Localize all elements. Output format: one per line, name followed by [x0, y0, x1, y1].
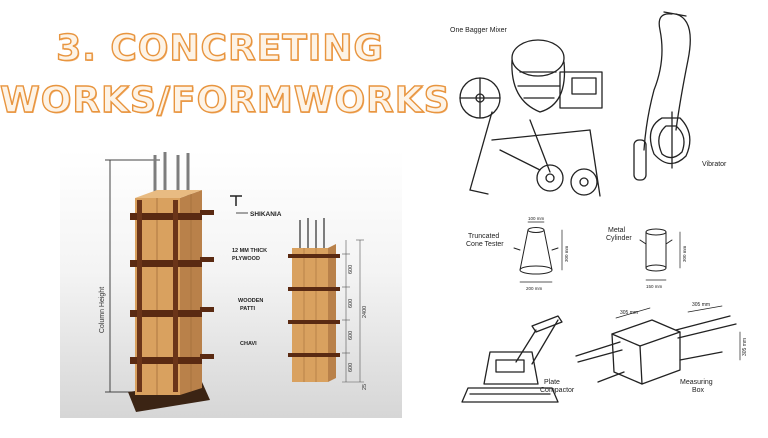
cylinder-dimension-diameter: 150 mm: [646, 284, 663, 289]
slide-title-line-2: WORKS/FORMWORKS: [0, 79, 451, 121]
truncated-cone-tester-sketch: [513, 221, 563, 283]
slide-title-line-1: 3. CONCRETING: [55, 27, 384, 69]
mixer-label: One Bagger Mixer: [450, 27, 507, 34]
diagram-background: [60, 150, 402, 418]
concreting-equipment-sketches: One Bagger Mixer: [440, 0, 768, 433]
small-column-dimension-lines: [342, 239, 364, 383]
dimension-25: 25: [362, 384, 368, 390]
patti-label-line-1: WOODEN: [238, 298, 263, 304]
measuring-box-sketch: [575, 305, 741, 385]
small-column-front-face: [292, 248, 328, 382]
dimension-600-3: 600: [348, 331, 354, 340]
box-label-line-1: Measuring: [680, 379, 713, 386]
plywood-label-line-1: 12 MM THICK: [232, 248, 267, 254]
box-dimension-2: 305 mm: [692, 302, 710, 308]
equipment-illustration: One Bagger Mixer: [450, 11, 748, 403]
small-column-yokes: [288, 254, 340, 357]
column-height-label: Column Height: [99, 287, 106, 333]
box-dimension-1: 305 mm: [620, 310, 638, 316]
cylinder-label-line-1: Metal: [608, 227, 626, 234]
shikania-label: SHIKANIA: [250, 211, 282, 218]
cone-dimension-bottom: 200 mm: [526, 286, 543, 291]
dimension-600-2: 600: [348, 299, 354, 308]
small-column-rebars: [299, 218, 325, 248]
chavi-label: CHAVI: [240, 341, 257, 347]
vibrator-label: Vibrator: [702, 161, 727, 168]
large-column-top-face: [135, 190, 202, 198]
one-bagger-mixer-sketch: [459, 39, 603, 197]
cone-label-line-1: Truncated: [468, 233, 499, 240]
compactor-label-line-1: Plate: [544, 379, 560, 386]
cone-dimension-height: 300 mm: [564, 245, 569, 262]
patti-label-line-2: PATTI: [240, 306, 256, 312]
column-formwork-illustration: Column Height: [60, 150, 402, 418]
vibrator-sketch: [633, 11, 691, 181]
large-column-front-face: [135, 198, 180, 395]
cylinder-label-line-2: Cylinder: [606, 235, 632, 242]
small-column-grid: [303, 248, 317, 382]
box-dimension-3: 305 mm: [742, 338, 748, 356]
column-formwork-diagram: Column Height: [60, 150, 402, 418]
cone-label-line-2: Cone Tester: [466, 241, 504, 248]
large-column-vertical-battens: [137, 200, 178, 392]
dimension-600-1: 600: [348, 265, 354, 274]
box-label-line-2: Box: [692, 387, 705, 394]
cylinder-dimension-height: 300 mm: [682, 245, 687, 262]
shikania-symbol: [230, 195, 242, 206]
plate-compactor-sketch: [461, 315, 563, 403]
large-column-yokes: [130, 210, 214, 364]
plywood-label-line-2: PLYWOOD: [232, 256, 260, 262]
small-column-side-face: [328, 244, 336, 382]
cone-dimension-top: 100 mm: [528, 216, 545, 221]
dimension-600-4: 600: [348, 363, 354, 372]
metal-cylinder-sketch: [639, 228, 681, 281]
compactor-label-line-2: Compactor: [540, 387, 575, 394]
dimension-2400: 2400: [362, 306, 368, 318]
